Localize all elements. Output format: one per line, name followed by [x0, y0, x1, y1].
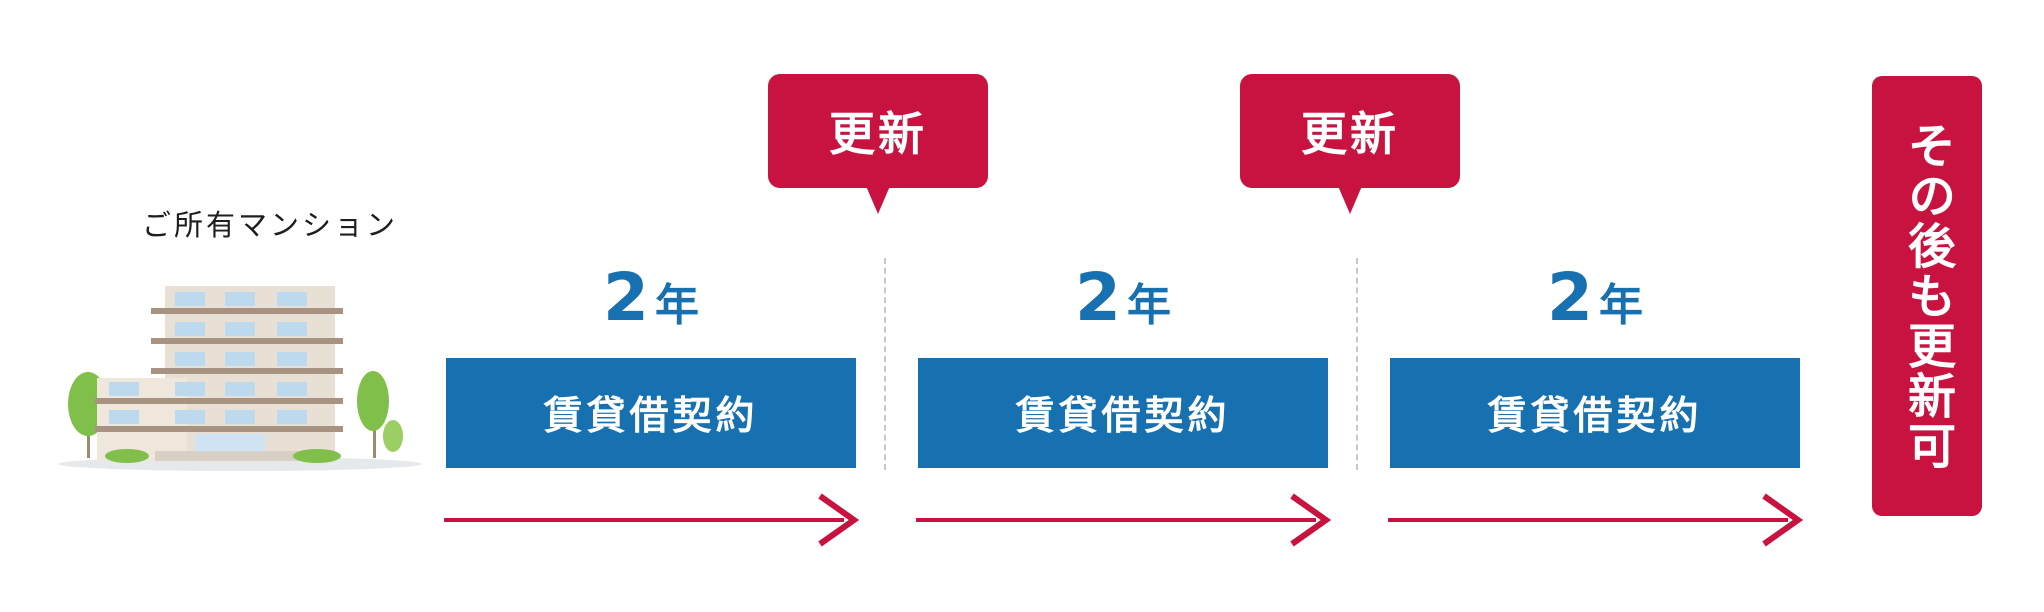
renewal-2-tail [1338, 186, 1362, 214]
period-2-years: 2 [1075, 259, 1121, 336]
renewable-after-label: その後も更新可 [1899, 121, 1955, 471]
divider-2 [1356, 258, 1358, 470]
period-2-lease-box: 賃貸借契約 [918, 358, 1328, 468]
divider-1 [884, 258, 886, 470]
renewable-after-box: その後も更新可 [1872, 76, 1982, 516]
period-3-unit: 年 [1598, 280, 1643, 331]
owner-label: ご所有マンション [141, 208, 398, 242]
renewal-1-tail [866, 186, 890, 214]
renewal-1-bubble: 更新 [768, 74, 988, 188]
period-1-unit: 年 [654, 280, 699, 331]
period-3-arrow-icon [1388, 493, 1804, 547]
period-1-years: 2 [603, 259, 649, 336]
period-1-lease-box: 賃貸借契約 [446, 358, 856, 468]
apartment-building-icon [58, 286, 422, 471]
period-2-unit: 年 [1126, 280, 1171, 331]
period-3-years: 2 [1547, 259, 1593, 336]
renewal-2-bubble: 更新 [1240, 74, 1460, 188]
period-1-arrow-icon [444, 493, 860, 547]
period-2-arrow-icon [916, 493, 1332, 547]
period-3-lease-box: 賃貸借契約 [1390, 358, 1800, 468]
